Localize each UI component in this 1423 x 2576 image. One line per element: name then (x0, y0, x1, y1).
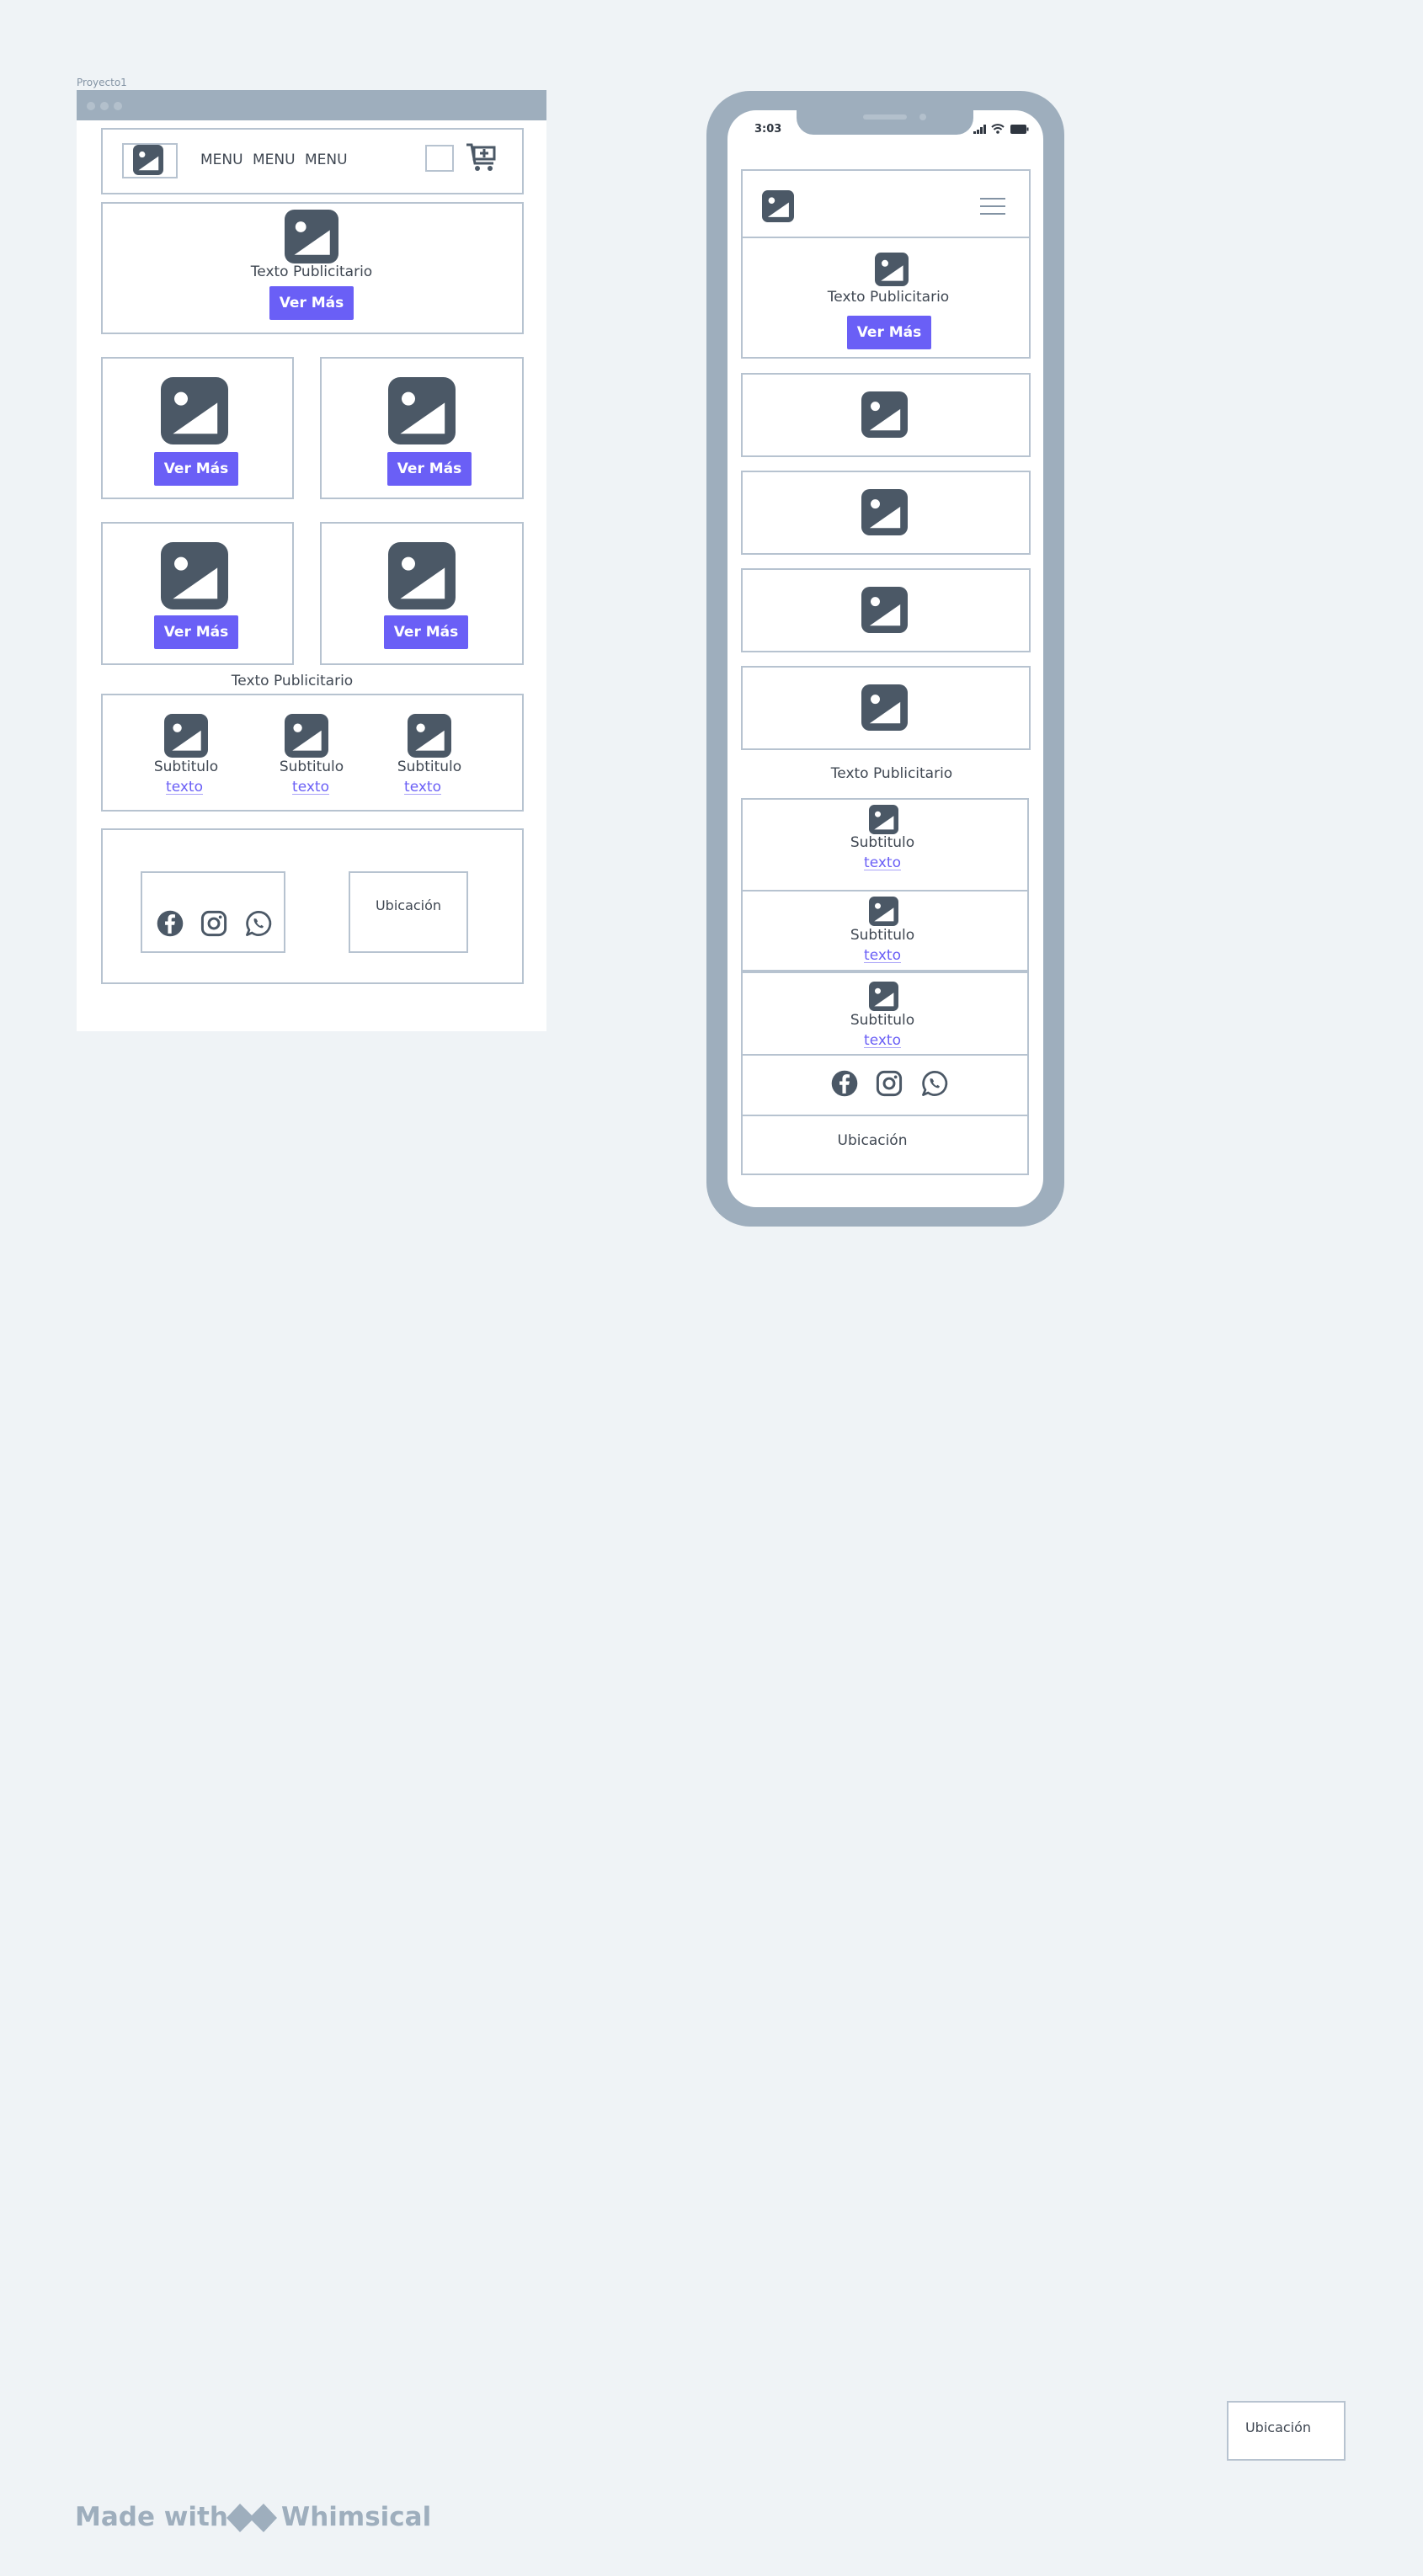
notch-camera (919, 114, 926, 120)
nav-menu-item[interactable]: MENU (200, 152, 243, 168)
feature-image-icon (164, 714, 208, 758)
whimsical-logo-icon (223, 2497, 280, 2539)
wifi-icon (991, 124, 1005, 134)
mobile-card-image-icon (861, 684, 908, 731)
card-ver-mas-button[interactable]: Ver Más (384, 615, 468, 649)
browser-titlebar (77, 90, 546, 120)
mobile-feature-link[interactable]: texto (864, 854, 901, 871)
location-box (349, 871, 468, 953)
mobile-feature-image-icon (869, 897, 898, 926)
window-dot (114, 102, 122, 110)
promo-text: Texto Publicitario (231, 673, 354, 689)
whimsical-brand-text: Whimsical (281, 2502, 432, 2532)
mobile-feature-subtitle: Subtitulo (850, 1012, 915, 1029)
mobile-feature-link[interactable]: texto (864, 1032, 901, 1049)
notch-speaker (863, 114, 907, 120)
mobile-feature-image-icon (869, 982, 898, 1011)
feature-subtitle: Subtitulo (397, 758, 462, 775)
window-dot (100, 102, 109, 110)
status-time: 3:03 (754, 123, 782, 136)
mobile-card-image-icon (861, 391, 908, 438)
instagram-icon[interactable] (875, 1069, 903, 1098)
card-ver-mas-button[interactable]: Ver Más (387, 452, 472, 486)
whatsapp-icon[interactable] (920, 1069, 949, 1098)
mobile-promo-text: Texto Publicitario (830, 765, 953, 782)
instagram-icon[interactable] (200, 909, 228, 938)
feature-image-icon (285, 714, 328, 758)
mobile-feature-link[interactable]: texto (864, 947, 901, 964)
phone-notch (797, 109, 973, 135)
window-dot (87, 102, 95, 110)
floating-location-box[interactable] (1227, 2401, 1346, 2461)
mobile-location-label[interactable]: Ubicación (837, 1132, 908, 1149)
nav-search-box[interactable] (425, 145, 454, 172)
card-image-icon (388, 377, 456, 444)
hamburger-menu-icon[interactable] (979, 196, 1006, 216)
feature-subtitle: Subtitulo (279, 758, 344, 775)
card-ver-mas-button[interactable]: Ver Más (154, 452, 238, 486)
hero-text: Texto Publicitario (250, 263, 373, 280)
nav-menu-item[interactable]: MENU (305, 152, 348, 168)
mobile-card-image-icon (861, 587, 908, 633)
location-label[interactable]: Ubicación (375, 897, 442, 913)
mobile-feature-image-icon (869, 805, 898, 834)
facebook-icon[interactable] (156, 909, 184, 938)
hero-ver-mas-button[interactable]: Ver Más (269, 286, 354, 320)
feature-link[interactable]: texto (404, 779, 441, 796)
feature-link[interactable]: texto (166, 779, 203, 796)
mobile-logo-icon[interactable] (762, 190, 794, 222)
logo-image-icon (133, 145, 163, 175)
hero-image-icon (285, 210, 338, 263)
card-ver-mas-button[interactable]: Ver Más (154, 615, 238, 649)
facebook-icon[interactable] (830, 1069, 859, 1098)
feature-link[interactable]: texto (292, 779, 329, 796)
mobile-hero-ver-mas-button[interactable]: Ver Más (847, 316, 931, 349)
nav-menu-item[interactable]: MENU (253, 152, 296, 168)
mobile-feature-subtitle: Subtitulo (850, 927, 915, 944)
mobile-hero-text: Texto Publicitario (827, 289, 950, 306)
mobile-navbar (741, 169, 1031, 238)
mobile-feature-subtitle: Subtitulo (850, 834, 915, 851)
feature-subtitle: Subtitulo (153, 758, 219, 775)
mobile-card-image-icon (861, 489, 908, 535)
battery-icon (1010, 125, 1029, 134)
cart-icon[interactable] (465, 141, 498, 173)
card-image-icon (388, 542, 456, 609)
floating-location-label: Ubicación (1244, 2419, 1312, 2435)
whatsapp-icon[interactable] (244, 909, 273, 938)
card-image-icon (161, 542, 228, 609)
feature-image-icon (408, 714, 451, 758)
card-image-icon (161, 377, 228, 444)
mobile-hero-image-icon (875, 253, 909, 286)
logo-frame[interactable] (122, 143, 178, 178)
mobile-location-section[interactable] (741, 1115, 1029, 1175)
mobile-product-card[interactable] (741, 568, 1031, 652)
made-with-text: Made with (75, 2502, 228, 2532)
project-label: Proyecto1 (77, 77, 127, 88)
signal-icon (973, 125, 987, 134)
